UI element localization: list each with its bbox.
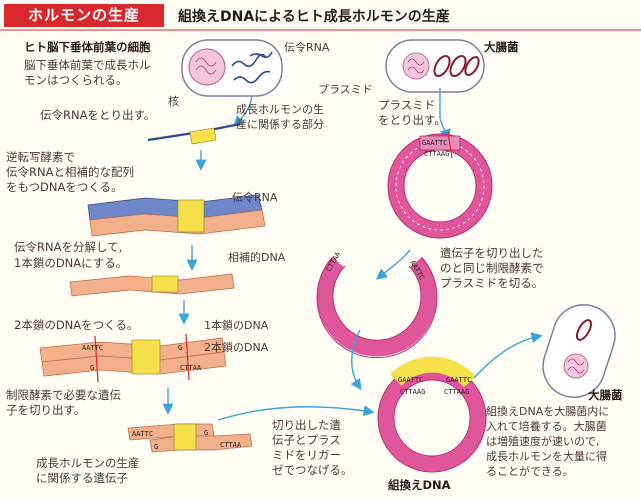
culture-line2: 入れて培養する。大腸菌 bbox=[486, 420, 607, 433]
decomp-line2: 1本鎖のDNAにする。 bbox=[14, 256, 128, 270]
svg-text:CTTAAG: CTTAAG bbox=[400, 388, 425, 396]
mrna-strip bbox=[147, 122, 241, 145]
culture-line4: 成長ホルモンを大量に得 bbox=[486, 450, 607, 463]
ecoli-label-2: 大腸菌 bbox=[588, 388, 623, 402]
svg-text:CTTAA: CTTAA bbox=[220, 441, 242, 449]
plasmid-ring: GAATTC CTTAAG bbox=[387, 131, 493, 239]
page-subtitle: 組換えDNAによるヒト成長ホルモンの生産 bbox=[178, 9, 450, 25]
take-plasmid-line2: をとり出す。 bbox=[378, 113, 446, 127]
svg-text:GAATTC: GAATTC bbox=[422, 139, 447, 147]
mrna-strand bbox=[231, 53, 267, 68]
svg-text:AATTC: AATTC bbox=[132, 430, 153, 438]
page-title: ホルモンの生産 bbox=[4, 4, 164, 27]
comp-dna-label: 相補的DNA bbox=[228, 251, 286, 264]
svg-text:G: G bbox=[178, 344, 182, 352]
cell-heading: ヒト脳下垂体前葉の細胞 bbox=[24, 40, 151, 54]
svg-text:CTTAAG: CTTAAG bbox=[424, 150, 449, 158]
cut-plasmid: CTTAA AATTC bbox=[316, 250, 438, 359]
ecoli-bottom bbox=[542, 304, 616, 398]
svg-text:CTTAA: CTTAA bbox=[180, 364, 202, 372]
svg-text:AATTC: AATTC bbox=[82, 344, 103, 352]
ligate-line1: 切り出した遺 bbox=[272, 418, 341, 432]
culture-line3: は増殖速度が速いので, bbox=[486, 435, 600, 448]
rt-line2: 伝令RNAと相補的な配列 bbox=[6, 165, 134, 179]
ecoli-top bbox=[385, 39, 485, 93]
rt-line1: 逆転写酵素で bbox=[6, 150, 75, 164]
ligate-line4: ゼでつなげる。 bbox=[272, 463, 353, 477]
gh-gene-line1: 成長ホルモンの生産 bbox=[36, 456, 140, 470]
gh-part-line2: 産に関係する部分 bbox=[236, 118, 324, 131]
cell-desc-line2: モンはつくられる。 bbox=[24, 73, 128, 87]
cut-plasmid-line3: プラスミドを切る。 bbox=[440, 276, 544, 290]
cut-line1: 制限酵素で必要な遺伝 bbox=[6, 388, 121, 402]
svg-text:GAATTC: GAATTC bbox=[446, 376, 471, 384]
culture-line5: ることができる。 bbox=[486, 465, 574, 478]
cell-desc-line1: 脳下垂体前葉で成長ホル bbox=[24, 58, 151, 72]
svg-text:G: G bbox=[204, 429, 208, 437]
plasmid-label: プラスミド bbox=[318, 83, 373, 96]
single-dna-label: 1本鎖のDNA bbox=[204, 319, 269, 332]
recombinant-ring: GAATTC GAATTC CTTAAG CTTAAG bbox=[377, 356, 487, 473]
step-take-rna: 伝令RNAをとり出す。 bbox=[40, 108, 156, 122]
culture-line1: 組換えDNAを大腸菌内に bbox=[486, 405, 610, 418]
nucleus bbox=[188, 48, 226, 86]
gh-gene-line2: に関係する遺伝子 bbox=[36, 471, 128, 485]
double-strand-dna: AATTC G G CTTAA bbox=[39, 333, 227, 383]
cut-line2: 子を切り出す。 bbox=[6, 403, 86, 417]
svg-text:GAATTC: GAATTC bbox=[398, 376, 423, 384]
gh-part-line1: 成長ホルモンの生 bbox=[236, 103, 324, 116]
rt-line3: をもつDNAをつくる。 bbox=[6, 180, 123, 194]
svg-text:G: G bbox=[154, 443, 158, 451]
svg-text:G: G bbox=[90, 364, 94, 372]
svg-text:CTTAAG: CTTAAG bbox=[444, 388, 469, 396]
take-plasmid-line1: プラスミド bbox=[378, 98, 436, 112]
excised-gene: AATTC G G CTTAA bbox=[127, 423, 253, 453]
ligate-line2: 伝子とプラス bbox=[272, 433, 341, 447]
cut-plasmid-line1: 遺伝子を切り出した bbox=[440, 246, 544, 260]
double-strand-step: 2本鎖のDNAをつくる。 bbox=[14, 318, 139, 332]
single-strand-dna bbox=[69, 273, 235, 297]
ligate-line3: ミドをリガー bbox=[272, 448, 341, 462]
ecoli-label: 大腸菌 bbox=[484, 40, 519, 54]
decomp-line1: 伝令RNAを分解して, bbox=[14, 240, 123, 254]
cut-plasmid-line2: のと同じ制限酵素で bbox=[440, 261, 544, 275]
mrna-label: 伝令RNA bbox=[284, 41, 330, 54]
hybrid-strip bbox=[87, 194, 266, 237]
nucleus-label: 核 bbox=[168, 95, 179, 108]
double-dna-label: 2本鎖のDNA bbox=[204, 341, 269, 354]
mrna-label-2: 伝令RNA bbox=[232, 191, 278, 204]
recombinant-label: 組換えDNA bbox=[388, 478, 451, 492]
pituitary-cell bbox=[181, 39, 283, 97]
